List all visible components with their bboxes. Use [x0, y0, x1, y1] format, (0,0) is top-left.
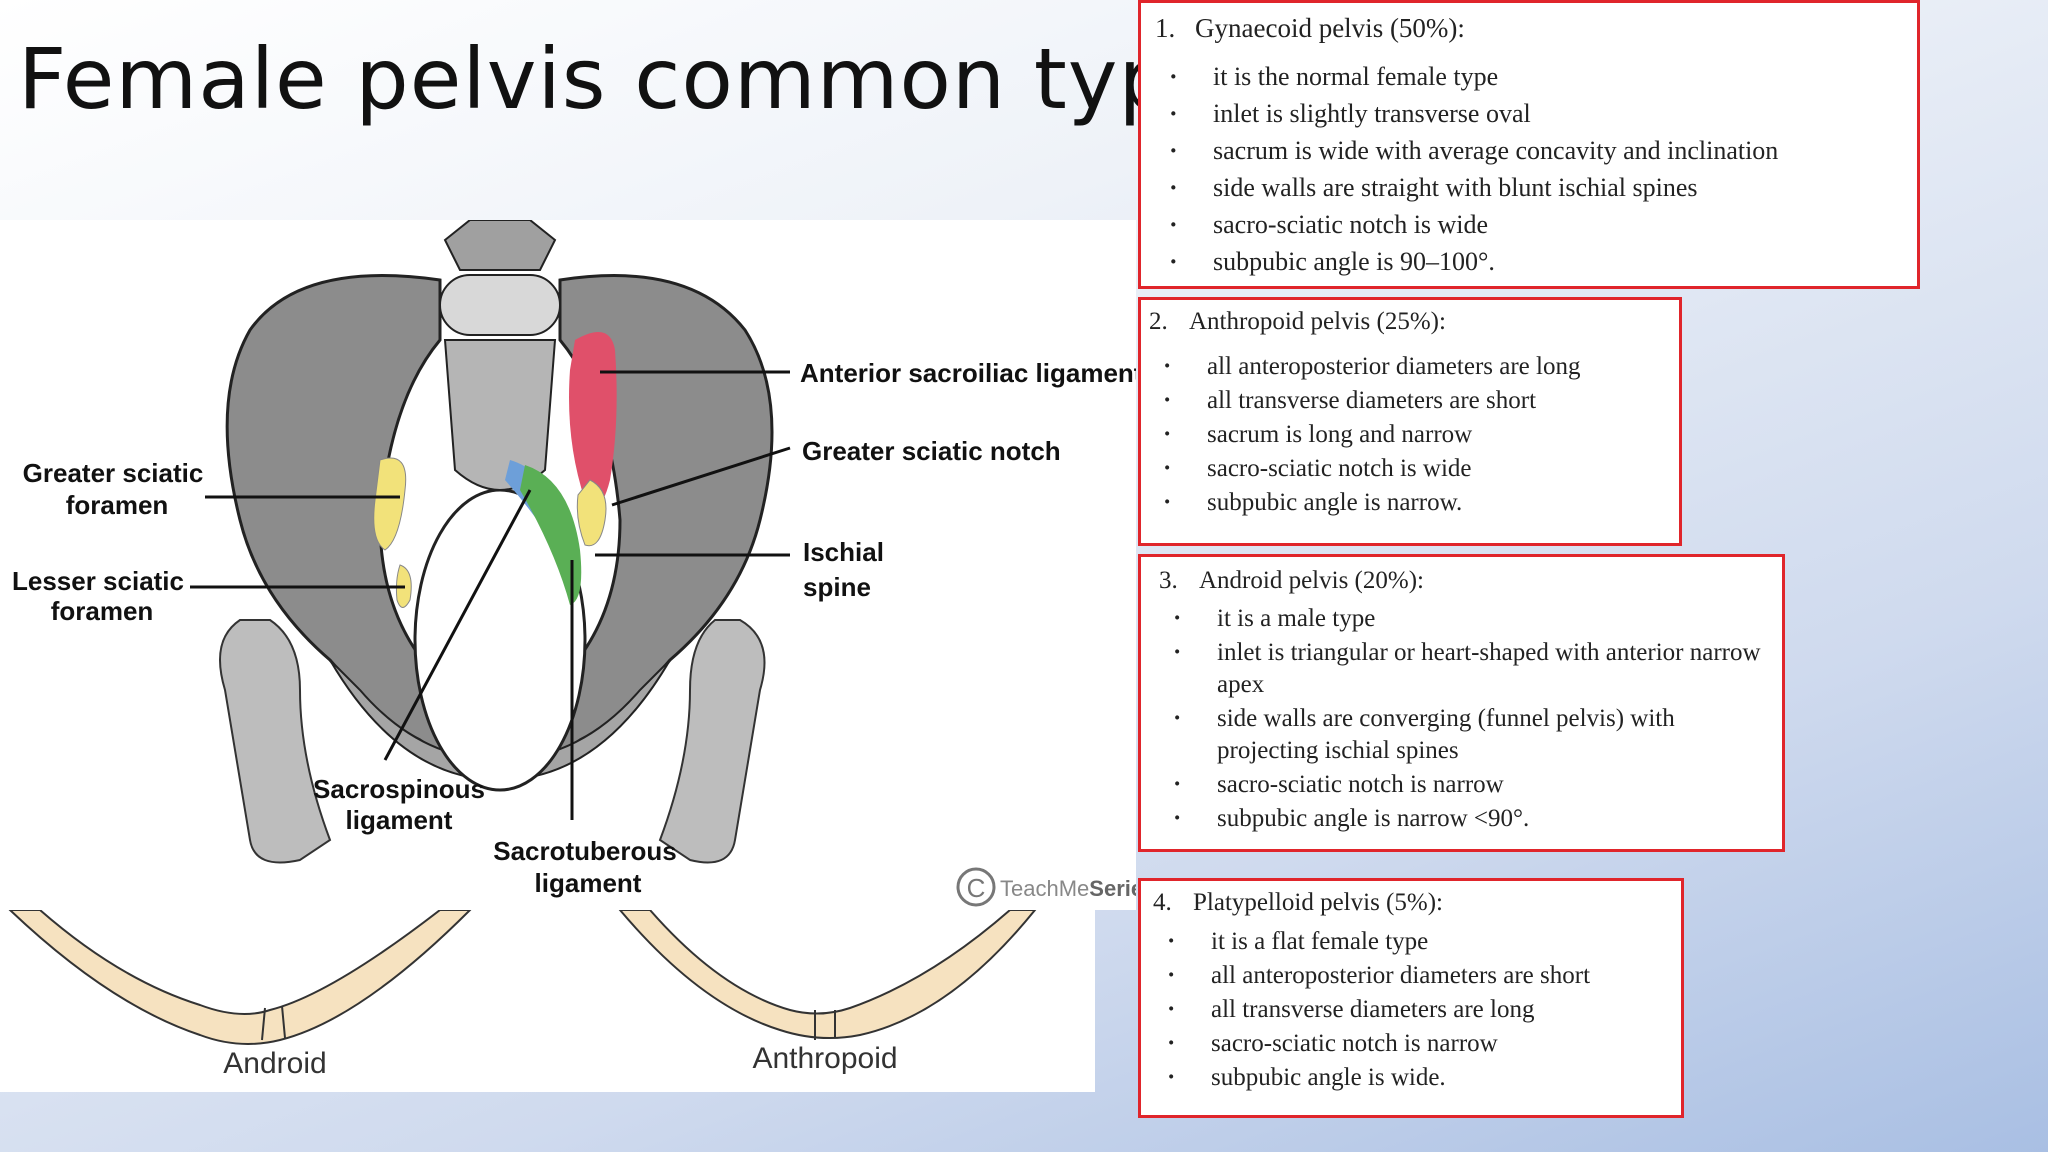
label-sacrotuberous-ligament-line2: ligament [535, 868, 642, 898]
watermark-brand-a: TeachMe [1000, 876, 1089, 901]
box-list: all anteroposterior diameters are long a… [1149, 350, 1669, 520]
list-item: inlet is triangular or heart-shaped with… [1159, 637, 1768, 701]
list-item: subpubic angle is narrow. [1149, 486, 1669, 520]
box-heading: 1.Gynaecoid pelvis (50%): [1155, 13, 1465, 43]
box-heading: 4.Platypelloid pelvis (5%): [1153, 889, 1443, 916]
list-item: side walls are straight with blunt ischi… [1155, 169, 1903, 206]
slide-title: Female pelvis common types [18, 30, 1271, 128]
list-item: inlet is slightly transverse oval [1155, 95, 1903, 132]
pelvis-bone-illustration [225, 274, 774, 792]
anterior-sacroiliac-ligament-shape [569, 332, 617, 507]
label-greater-sciatic-foramen-line2: foramen [66, 490, 169, 520]
sacrotuberous-ligament-shape [520, 465, 582, 605]
lower-pelvis-illustrations: Android Anthropoid [0, 909, 1095, 1092]
box-heading: 2.Anthropoid pelvis (25%): [1149, 308, 1446, 335]
list-item: sacro-sciatic notch is wide [1155, 206, 1903, 243]
greater-sciatic-foramen-shape [373, 457, 407, 551]
label-ischial-spine-line2: spine [803, 572, 871, 602]
anthropoid-pelvis-illustration [617, 909, 1038, 1040]
list-item: it is the normal female type [1155, 58, 1903, 95]
pelvis-ligament-figure: Anterior sacroiliac ligament Greater sci… [0, 220, 1136, 910]
list-item: subpubic angle is wide. [1153, 1061, 1671, 1095]
svg-text:TeachMeSeries: TeachMeSeries [1000, 876, 1136, 901]
box-heading: 3.Android pelvis (20%): [1159, 567, 1424, 594]
femur-illustration [219, 619, 766, 864]
label-sacrospinous-ligament-line1: Sacrospinous [313, 774, 485, 804]
list-item: all transverse diameters are long [1153, 993, 1671, 1027]
android-label: Android [223, 1047, 326, 1080]
android-pelvis-box: 3.Android pelvis (20%): it is a male typ… [1138, 554, 1785, 852]
platypelloid-pelvis-box: 4.Platypelloid pelvis (5%): it is a flat… [1138, 878, 1684, 1118]
anthropoid-pelvis-box: 2.Anthropoid pelvis (25%): all anteropos… [1138, 297, 1682, 546]
label-greater-sciatic-notch: Greater sciatic notch [802, 436, 1061, 466]
box-list: it is a male type inlet is triangular or… [1159, 603, 1768, 835]
list-item: sacrum is long and narrow [1149, 418, 1669, 452]
list-item: sacro-sciatic notch is narrow [1153, 1027, 1671, 1061]
label-greater-sciatic-foramen-line1: Greater sciatic [23, 458, 204, 488]
watermark-copyright-symbol: C [967, 873, 986, 903]
list-item: all anteroposterior diameters are short [1153, 959, 1671, 993]
list-item: it is a male type [1159, 603, 1768, 635]
list-item: subpubic angle is 90–100°. [1155, 243, 1903, 280]
box-list: it is a flat female type all anteroposte… [1153, 925, 1671, 1095]
list-item: all anteroposterior diameters are long [1149, 350, 1669, 384]
label-anterior-sacroiliac-ligament: Anterior sacroiliac ligament [800, 358, 1136, 388]
list-item: side walls are converging (funnel pelvis… [1159, 703, 1768, 767]
label-lesser-sciatic-foramen-line1: Lesser sciatic [12, 566, 184, 596]
box-list: it is the normal female type inlet is sl… [1155, 58, 1903, 280]
gynaecoid-pelvis-box: 1.Gynaecoid pelvis (50%): it is the norm… [1138, 0, 1920, 289]
watermark-brand-b: Series [1089, 876, 1136, 901]
list-item: subpubic angle is narrow <90°. [1159, 803, 1768, 835]
list-item: sacro-sciatic notch is wide [1149, 452, 1669, 486]
label-lesser-sciatic-foramen-line2: foramen [51, 596, 154, 626]
anthropoid-label: Anthropoid [752, 1042, 897, 1075]
label-ischial-spine-line1: Ischial [803, 537, 884, 567]
sacrum-illustration [439, 220, 561, 491]
leader-lines [190, 370, 791, 820]
list-item: sacro-sciatic notch is narrow [1159, 769, 1768, 801]
list-item: all transverse diameters are short [1149, 384, 1669, 418]
teachmeseries-watermark: C TeachMeSeries [956, 867, 1136, 907]
greater-sciatic-foramen-right-shape [576, 479, 607, 547]
list-item: it is a flat female type [1153, 925, 1671, 959]
label-sacrotuberous-ligament-line1: Sacrotuberous [493, 836, 677, 866]
android-pelvis-illustration [7, 909, 473, 1045]
label-sacrospinous-ligament-line2: ligament [346, 805, 453, 835]
list-item: sacrum is wide with average concavity an… [1155, 132, 1903, 169]
